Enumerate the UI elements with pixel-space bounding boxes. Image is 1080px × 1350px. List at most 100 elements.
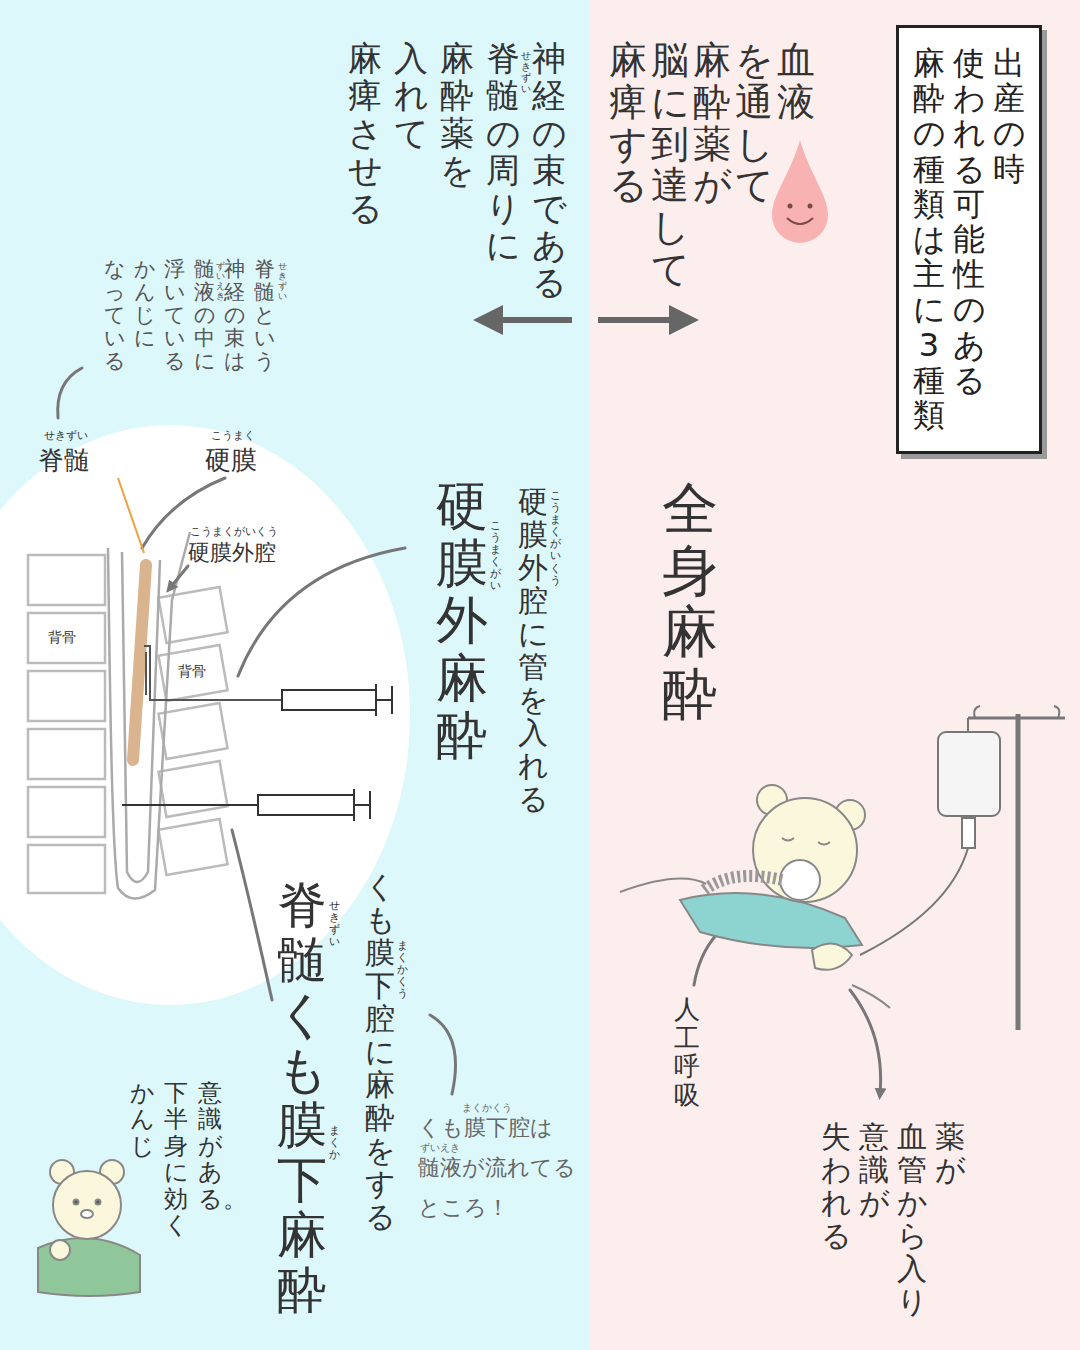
note-line: 脊髄という bbox=[254, 258, 275, 373]
leader-line bbox=[850, 990, 881, 1094]
note: 薬が 血管から入り 意識が 失われる bbox=[821, 1120, 965, 1318]
cyan-band: 脊髄硬膜硬膜外腔背骨背骨神経の束である 脊髄の周りに 麻酔薬を 入れて 麻痺させ… bbox=[0, 0, 590, 1350]
furigana-line: まくか bbox=[329, 1125, 340, 1161]
syringe bbox=[353, 789, 355, 821]
furigana-line: まくかくう bbox=[462, 1102, 512, 1114]
syringe bbox=[282, 690, 376, 710]
description-line: 麻酔薬を bbox=[440, 40, 474, 190]
note-line: かんじ bbox=[130, 1080, 154, 1159]
subheading-line: くも膜下腔に麻酔をする bbox=[365, 870, 395, 1233]
description-line: 神経の束である bbox=[532, 40, 566, 302]
note-line: 髄液が流れてる bbox=[418, 1148, 576, 1188]
iv-stand bbox=[967, 718, 969, 732]
description-line: を通して bbox=[735, 40, 773, 207]
vertebra bbox=[28, 613, 105, 663]
furigana: せきずい bbox=[44, 429, 88, 442]
furigana-line: ずいえき bbox=[216, 262, 225, 302]
iv-stand bbox=[860, 706, 1065, 1030]
leader-line bbox=[58, 368, 881, 1094]
furigana-line: まくかくう bbox=[397, 940, 408, 1000]
ellipse-outline bbox=[0, 425, 410, 1005]
vertebra bbox=[158, 819, 227, 875]
blood-drop bbox=[772, 140, 828, 243]
note-line: 神経の束は bbox=[224, 258, 245, 373]
vertebra bbox=[28, 787, 105, 837]
note: くも膜下腔は 髄液が流れてる ところ！ bbox=[418, 1108, 576, 1228]
furigana: ずいえき bbox=[420, 1142, 460, 1154]
part-label-line: 背骨 bbox=[178, 663, 206, 680]
description-line: 入れて bbox=[394, 40, 428, 152]
note-line: 浮いている bbox=[164, 258, 185, 373]
small-bear bbox=[74, 1200, 79, 1205]
title-box-line: 麻酔の種類は主に3種類 bbox=[913, 46, 945, 433]
furigana: まくか bbox=[329, 1125, 340, 1161]
syringe bbox=[354, 804, 370, 806]
part-label: 硬膜外腔 bbox=[188, 540, 276, 566]
spinal-canal bbox=[108, 532, 190, 899]
vertebra bbox=[158, 761, 227, 817]
split-arrows bbox=[488, 317, 684, 323]
iv-stand bbox=[938, 732, 1000, 816]
subheading: くも膜下腔に麻酔をする bbox=[365, 870, 395, 1233]
note-line: なっている bbox=[104, 258, 125, 373]
title-box-line: 使われる可能性のある bbox=[953, 46, 985, 398]
part-label-line: 脊髄 bbox=[38, 445, 90, 476]
syringe bbox=[376, 699, 392, 701]
note-line: 失われる bbox=[821, 1120, 851, 1252]
furigana: ずいえき bbox=[216, 262, 225, 302]
furigana-line: せきずい bbox=[521, 50, 531, 94]
syringe bbox=[391, 686, 393, 714]
furigana: こうまくがいくう bbox=[190, 525, 278, 538]
vertebra bbox=[28, 729, 105, 779]
note: 意識がある。 下半身に効く かんじ bbox=[130, 1080, 222, 1238]
vertebra bbox=[28, 555, 228, 893]
patient-bear bbox=[680, 893, 862, 948]
heading: 全身麻酔 bbox=[662, 478, 718, 724]
spinal-canal bbox=[108, 532, 190, 899]
small-bear bbox=[81, 1210, 93, 1218]
description: 血液 を通して 麻酔薬が 脳に到達して 麻痺する bbox=[609, 40, 815, 291]
split-arrows bbox=[488, 317, 572, 323]
heading: 硬膜外麻酔 bbox=[436, 478, 488, 764]
furigana-line: ずいえき bbox=[420, 1142, 460, 1154]
subheading: 硬膜外腔に管を入れる bbox=[518, 485, 548, 815]
heading-line: 全身麻酔 bbox=[662, 478, 718, 724]
spine-ellipse: 脊髄硬膜硬膜外腔背骨背骨 bbox=[0, 425, 410, 1005]
part-label-line: 硬膜外腔 bbox=[188, 540, 276, 566]
patient-bear bbox=[620, 785, 890, 1008]
patient-bear bbox=[620, 879, 890, 1008]
patient-bear bbox=[757, 785, 787, 815]
part-label: 背骨 bbox=[178, 663, 206, 680]
blood-drop bbox=[788, 204, 793, 209]
heading: 脊髄くも膜下麻酔 bbox=[277, 878, 327, 1318]
small-bear bbox=[53, 1171, 121, 1239]
description-line: 血液 bbox=[777, 40, 815, 124]
blood-drop bbox=[808, 204, 813, 209]
blood-drop bbox=[787, 218, 813, 224]
small-bear bbox=[96, 1200, 101, 1205]
spinal-cord bbox=[133, 565, 146, 760]
leader-line bbox=[142, 478, 225, 548]
patient-bear bbox=[782, 838, 830, 845]
patient-bear bbox=[780, 860, 820, 900]
note-line: 髄液の中に bbox=[194, 258, 215, 373]
furigana: こうまく bbox=[211, 429, 255, 442]
small-bear bbox=[38, 1238, 140, 1296]
note: 人工呼吸 bbox=[674, 995, 700, 1109]
description-line: 脳に到達して bbox=[651, 40, 689, 291]
spinal-canal bbox=[122, 552, 160, 882]
part-label: 脊髄 bbox=[38, 445, 90, 476]
leader-line bbox=[58, 368, 82, 418]
furigana: せきずい bbox=[521, 50, 531, 94]
patient-bear bbox=[702, 876, 782, 892]
note-line: 下半身に効く bbox=[164, 1080, 188, 1238]
description: 神経の束である 脊髄の周りに 麻酔薬を 入れて 麻痺させる bbox=[348, 40, 566, 302]
vertebra bbox=[28, 671, 105, 721]
heading-line: 硬膜外麻酔 bbox=[436, 478, 488, 764]
furigana-line: こうまく bbox=[211, 429, 255, 442]
part-label-line: 硬膜 bbox=[205, 445, 257, 476]
leader-line bbox=[430, 1015, 456, 1094]
split-arrows bbox=[598, 317, 684, 323]
vertebra bbox=[158, 645, 227, 701]
